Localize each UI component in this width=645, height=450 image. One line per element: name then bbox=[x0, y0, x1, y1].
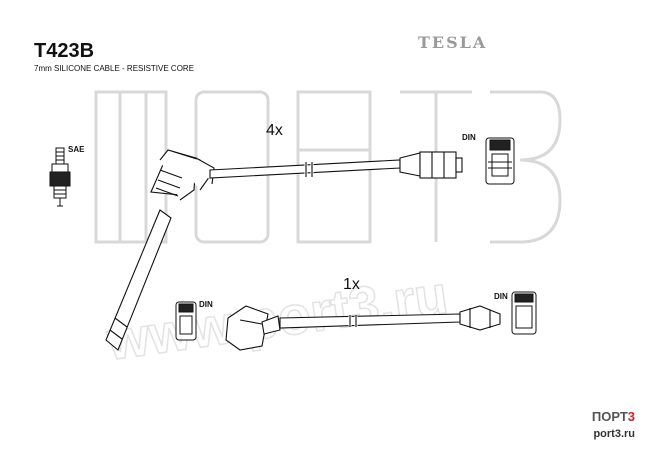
watermark-url: port3.ru bbox=[593, 428, 635, 440]
quantity-label-4x: 4x bbox=[266, 122, 283, 139]
cable-4x bbox=[209, 151, 463, 179]
din-label-right: DIN bbox=[494, 292, 508, 301]
din-connector-icon-right bbox=[511, 291, 537, 335]
watermark-logo-text: ПОРТ bbox=[591, 409, 628, 424]
din-connector-icon-left bbox=[175, 301, 197, 341]
cable-1x bbox=[225, 305, 501, 351]
watermark-logo: ПОРТ3 bbox=[592, 409, 635, 424]
din-label-left: DIN bbox=[199, 300, 213, 309]
brand-logo: TESLA bbox=[418, 33, 488, 52]
din-label-top: DIN bbox=[462, 133, 476, 142]
coil-boot-lead bbox=[105, 149, 215, 351]
spark-plug-icon bbox=[49, 147, 71, 207]
sae-label: SAE bbox=[68, 145, 85, 154]
watermark-logo-number: 3 bbox=[627, 409, 635, 424]
cable-description: 7mm SILICONE CABLE - RESISTIVE CORE bbox=[34, 64, 195, 73]
din-connector-icon-top bbox=[485, 137, 515, 185]
model-number: T423B bbox=[34, 40, 95, 62]
quantity-label-1x: 1x bbox=[343, 276, 360, 293]
